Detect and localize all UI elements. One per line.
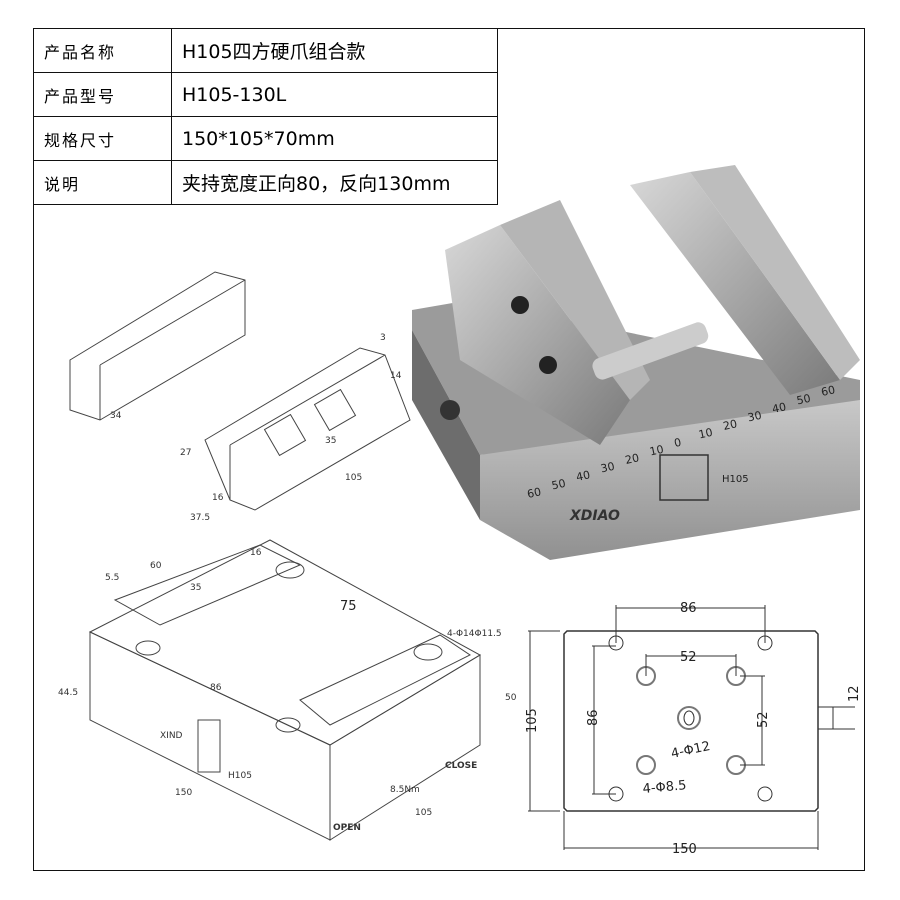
scale-label: 40 — [575, 468, 591, 484]
scale-label: 10 — [648, 443, 664, 459]
open-label: OPEN — [333, 823, 361, 833]
dim-label: 4-Φ14Φ11.5 — [447, 629, 502, 639]
dim-label: 60 — [150, 561, 162, 571]
scale-label: 50 — [795, 392, 811, 408]
model-label: H105 — [228, 771, 252, 781]
dim-label: 35 — [325, 436, 336, 446]
dim-right: 52 — [756, 711, 771, 728]
dim-label: 37.5 — [190, 513, 210, 523]
dim-left: 86 — [586, 709, 601, 726]
jaw-scale: 60 50 40 30 20 10 0 10 20 30 40 50 60 — [526, 383, 836, 501]
scale-label: 60 — [526, 485, 542, 501]
dim-label: 3 — [380, 333, 386, 343]
product-photo: XDIAO H105 60 50 40 30 20 10 0 10 20 30 40 50 60 — [412, 165, 860, 560]
value-description: 夹持宽度正向80，反向130mm — [171, 160, 498, 205]
model-text: H105 — [722, 474, 749, 485]
dim-label: 27 — [180, 448, 191, 458]
value-product-name: H105四方硬爪组合款 — [171, 28, 498, 73]
scale-label: 60 — [820, 383, 836, 399]
dim-label: 50 — [505, 693, 517, 703]
scale-label: 0 — [673, 436, 683, 450]
dim-height: 105 — [525, 708, 540, 733]
hole-label: 4-Φ8.5 — [642, 778, 687, 797]
dim-label: 86 — [210, 683, 222, 693]
torque-label: 8.5Nm — [390, 785, 420, 795]
brand-text: XDIAO — [569, 508, 620, 524]
dim-label: 35 — [190, 583, 201, 593]
dim-label: 16 — [212, 493, 224, 503]
dim-label: 44.5 — [58, 688, 78, 698]
dim-label: 75 — [340, 599, 357, 614]
scale-label: 20 — [624, 451, 640, 467]
dim-pin: 12 — [847, 685, 862, 702]
dim-label: 34 — [110, 411, 122, 421]
value-size: 150*105*70mm — [171, 116, 498, 161]
brand-label: XIND — [160, 731, 183, 741]
dim-label: 16 — [250, 548, 262, 558]
brand-logo — [659, 454, 709, 501]
dim-inner-top: 52 — [680, 650, 697, 665]
dim-label: 105 — [415, 808, 432, 818]
dim-label: 105 — [345, 473, 362, 483]
dim-top: 86 — [680, 601, 697, 616]
jaw-drawing: 34 3 14 27 35 105 16 37.5 — [69, 271, 411, 523]
dim-label: 14 — [390, 371, 402, 381]
thread-label: 4-Φ12 — [670, 739, 712, 762]
m8-holes — [636, 666, 746, 775]
scale-label: 30 — [746, 409, 762, 425]
scale-label: 40 — [771, 400, 787, 416]
plan-drawing: 86 52 86 52 105 150 12 4-Φ12 4-Φ8.5 — [525, 601, 862, 857]
scale-label: 10 — [697, 426, 713, 442]
close-label: CLOSE — [445, 761, 477, 771]
dim-label: 5.5 — [105, 573, 119, 583]
table-row: 说明夹持宽度正向80，反向130mm — [33, 160, 498, 205]
scale-label: 50 — [550, 477, 566, 493]
dim-width: 150 — [672, 842, 697, 857]
scale-label: 20 — [722, 417, 738, 433]
dim-label: 150 — [175, 788, 192, 798]
scale-label: 30 — [599, 460, 615, 476]
iso-drawing: 5.5 60 16 35 75 4-Φ14Φ11.5 44.5 86 50 15… — [58, 539, 517, 841]
